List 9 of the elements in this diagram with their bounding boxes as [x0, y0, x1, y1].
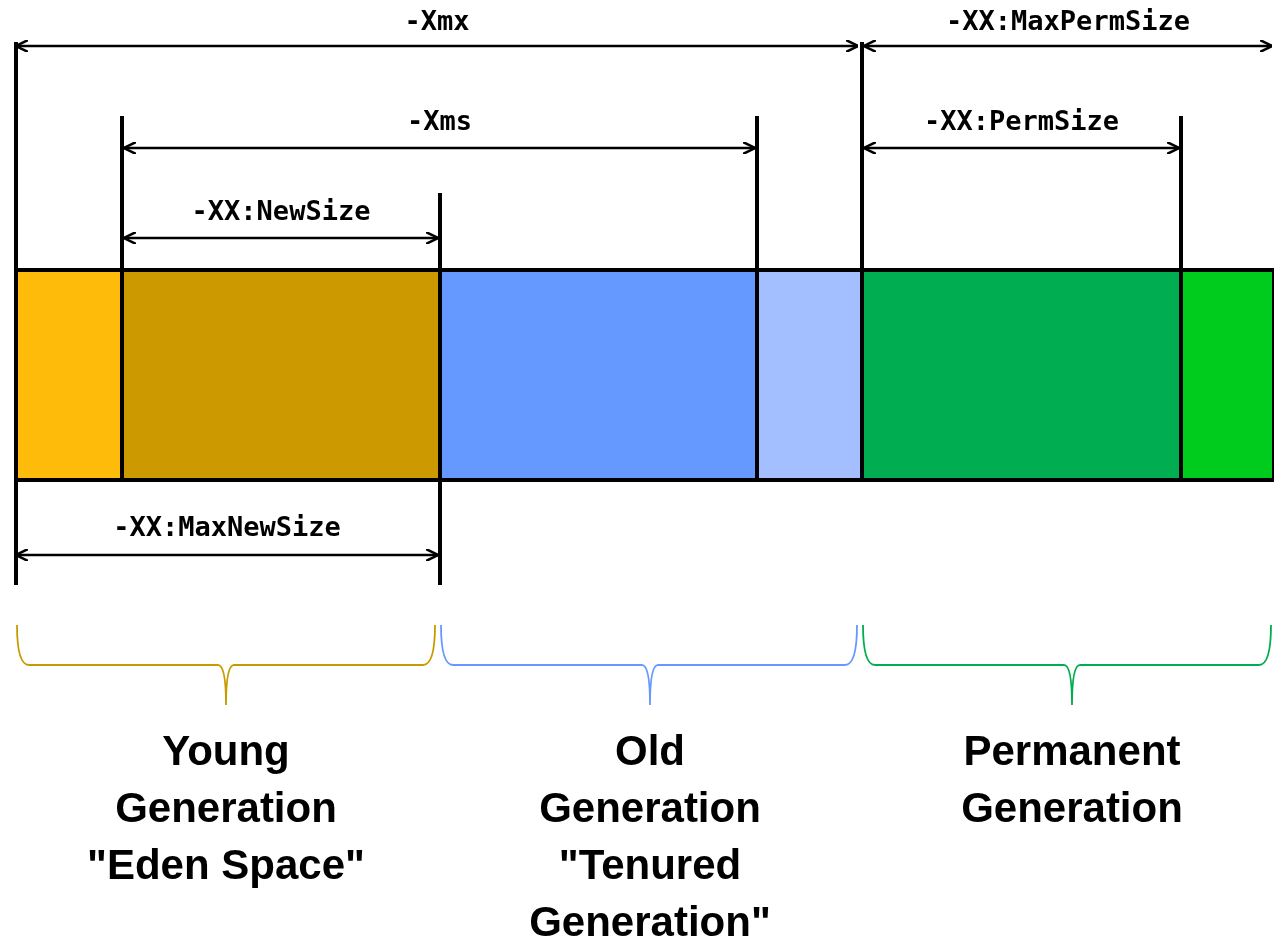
dimension-label: -XX:MaxNewSize [113, 512, 341, 542]
generation-label: Permanent Generation [960, 726, 1184, 833]
dimension-label: -Xms [407, 106, 472, 136]
dimension-label: -XX:NewSize [191, 196, 371, 226]
dimension-label: -XX:PermSize [923, 106, 1120, 136]
generation-label: Old Generation "Tenured Generation" [528, 726, 772, 939]
dimension-label: -XX:MaxPermSize [946, 6, 1190, 36]
generation-label: Young Generation "Eden Space" [86, 726, 366, 890]
dimension-label: -Xmx [404, 6, 470, 36]
